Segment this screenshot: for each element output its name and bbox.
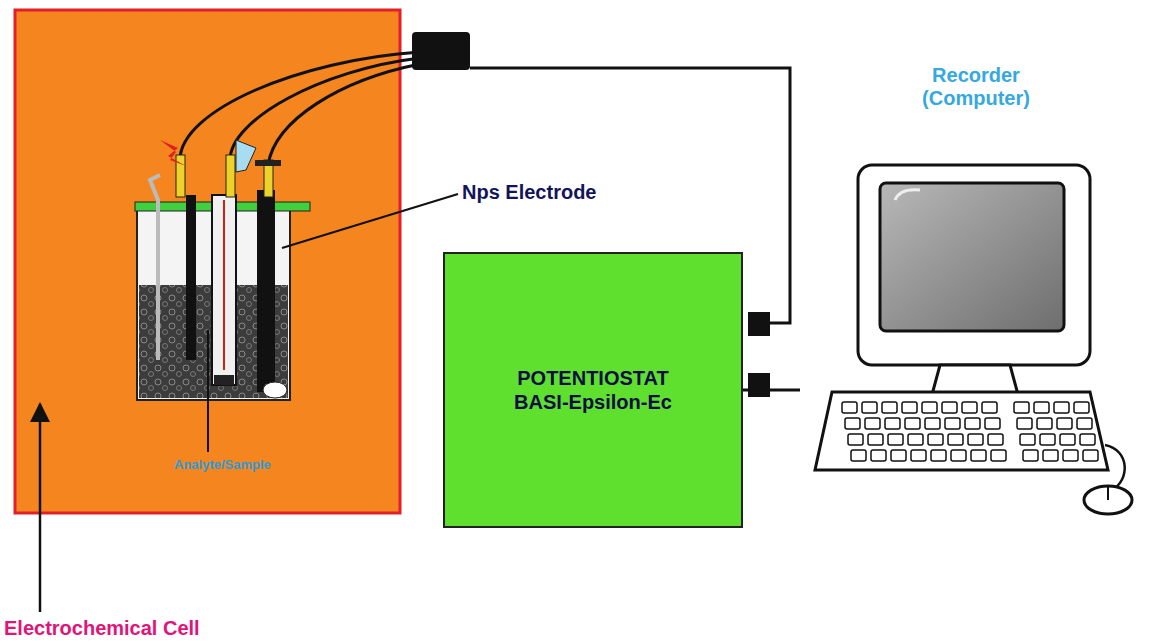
cable-connector	[743, 389, 800, 392]
leader-line	[207, 330, 209, 452]
part-label: Electrochemical Cell	[4, 617, 200, 640]
leader-arrow	[39, 404, 42, 612]
electrochemical-cell	[135, 140, 310, 400]
node-text: Recorder (Computer)	[911, 64, 1041, 110]
port-plug	[748, 312, 770, 336]
part-label: Analyte/Sample	[174, 457, 271, 472]
leader-line	[282, 194, 458, 248]
computer-illustration	[815, 165, 1132, 514]
cell-panel	[15, 10, 400, 513]
recorder-computer: Recorder (Computer)	[800, 62, 1152, 507]
plug-connector	[412, 32, 470, 70]
potentiostat-box: POTENTIOSTAT BASI-Epsilon-Ec	[443, 252, 743, 528]
part-label: Nps Electrode	[462, 181, 596, 204]
node-text: POTENTIOSTAT BASI-Epsilon-Ec	[501, 366, 686, 414]
port-plug	[748, 373, 770, 397]
